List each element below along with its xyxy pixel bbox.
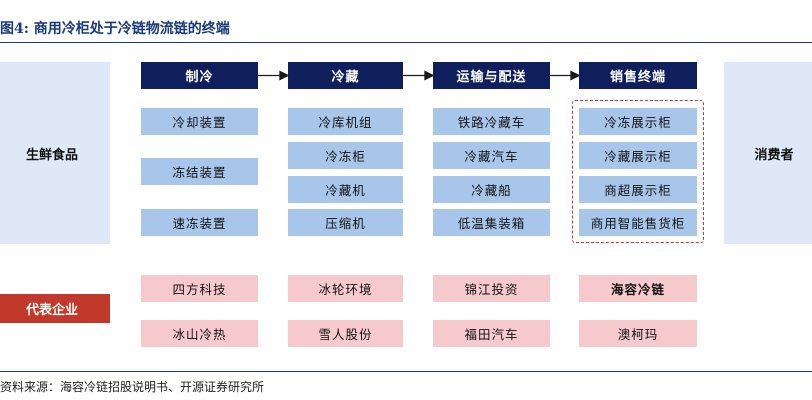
equipment-item: 冷冻柜 — [288, 142, 403, 169]
equipment-item: 冷藏机 — [288, 176, 403, 203]
equipment-item: 冷藏船 — [433, 176, 550, 203]
equipment-item: 商用智能售货柜 — [579, 209, 697, 236]
company-item: 澳柯玛 — [579, 320, 697, 347]
company-item: 福田汽车 — [433, 320, 550, 347]
equipment-item: 铁路冷藏车 — [433, 108, 550, 135]
stage-transport: 运输与配送 — [433, 62, 550, 89]
equipment-item: 冷冻展示柜 — [579, 108, 697, 135]
equipment-item: 冷却装置 — [141, 108, 258, 135]
stage-cold-storage: 冷藏 — [288, 62, 403, 89]
arrow-head-3 — [570, 70, 581, 81]
equipment-item: 冻结装置 — [141, 158, 258, 185]
equipment-item: 低温集装箱 — [433, 209, 550, 236]
company-item: 冰轮环境 — [288, 275, 403, 302]
title-divider — [0, 42, 812, 43]
company-item-highlighted: 海容冷链 — [579, 275, 697, 302]
company-item: 冰山冷热 — [141, 320, 258, 347]
consumer-box: 消费者 — [724, 62, 812, 244]
equipment-item: 压缩机 — [288, 209, 403, 236]
stage-refrigeration: 制冷 — [141, 62, 258, 89]
equipment-item: 速冻装置 — [141, 209, 258, 236]
retail-terminal-highlight — [572, 100, 704, 243]
equipment-item: 商超展示柜 — [579, 176, 697, 203]
equipment-item: 冷库机组 — [288, 108, 403, 135]
arrow-head-2 — [424, 70, 435, 81]
figure-title: 图4: 商用冷柜处于冷链物流链的终端 — [0, 21, 230, 37]
equipment-item: 冷藏展示柜 — [579, 142, 697, 169]
stage-retail-terminal: 销售终端 — [579, 62, 697, 89]
company-item: 雪人股份 — [288, 320, 403, 347]
company-item: 锦江投资 — [433, 275, 550, 302]
company-item: 四方科技 — [141, 275, 258, 302]
arrow-head-1 — [279, 70, 290, 81]
source-note: 资料来源：海容冷链招股说明书、开源证券研究所 — [0, 380, 265, 394]
representative-companies-label: 代表企业 — [0, 294, 110, 323]
fresh-food-box: 生鲜食品 — [0, 62, 110, 244]
equipment-item: 冷藏汽车 — [433, 142, 550, 169]
source-divider — [0, 371, 812, 372]
